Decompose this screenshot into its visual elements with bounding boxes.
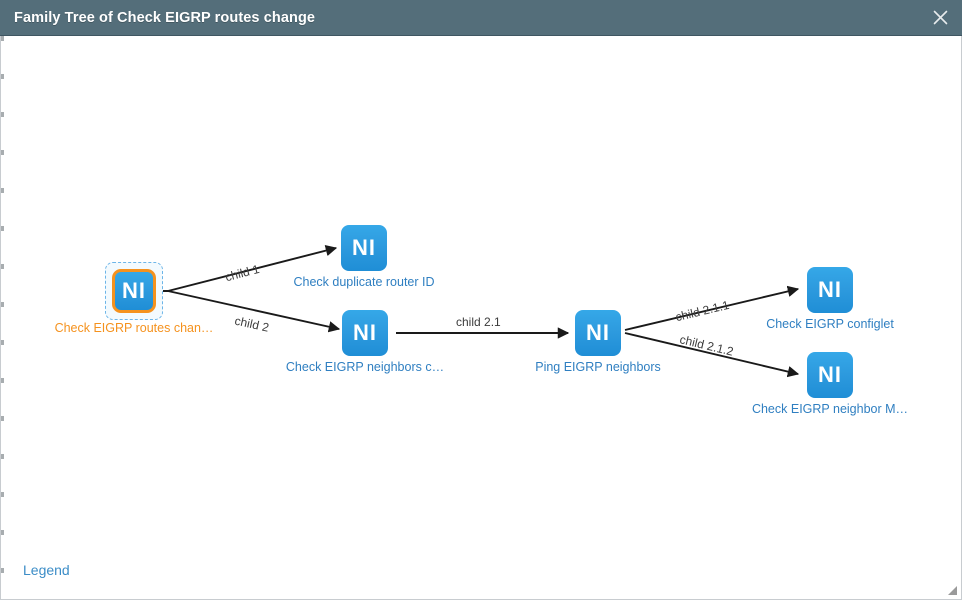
node-label: Check duplicate router ID [293,275,435,289]
node-label: Check EIGRP neighbor M… [751,402,909,416]
node-label: Check EIGRP neighbors c… [285,360,445,374]
resize-grip[interactable] [944,582,958,596]
close-button[interactable] [918,0,962,36]
close-icon [933,10,948,25]
edge-label-child-2-1: child 2.1 [456,315,501,329]
node-label: Ping EIGRP neighbors [535,360,661,374]
node-glyph: NI [352,235,376,260]
node-glyph: NI [586,320,610,345]
node-glyph: NI [122,278,146,303]
node-ping-eigrp-neighbors[interactable]: NI Ping EIGRP neighbors [535,310,661,374]
node-icon-ni: NI [341,225,387,271]
graph-canvas[interactable]: child 1 child 2 child 2.1 child 2.1.1 ch… [1,36,961,598]
node-glyph: NI [353,320,377,345]
node-check-eigrp-neighbor-m[interactable]: NI Check EIGRP neighbor M… [752,352,908,416]
node-icon-ni: NI [807,267,853,313]
node-check-duplicate-router-id[interactable]: NI Check duplicate router ID [293,225,435,289]
node-icon-ni: NI [342,310,388,356]
node-label: Check EIGRP configlet [766,317,894,331]
graph-edges-layer [152,245,800,378]
node-check-eigrp-neighbors-c[interactable]: NI Check EIGRP neighbors c… [286,310,444,374]
node-icon-ni: NI [112,269,156,313]
dialog-title: Family Tree of Check EIGRP routes change [14,9,316,26]
edge-root-child2 [167,290,341,333]
node-glyph: NI [818,277,842,302]
edge-child21-child211 [624,285,800,331]
edge-root-child1 [167,245,338,292]
edge-child21-child212 [624,332,800,378]
node-check-eigrp-routes-change[interactable]: NI Check EIGRP routes chan… [55,262,213,335]
legend-link[interactable]: Legend [23,562,70,578]
resize-grip-icon [948,586,957,595]
node-label: Check EIGRP routes chan… [54,321,214,335]
dialog-body: child 1 child 2 child 2.1 child 2.1.1 ch… [0,36,962,600]
node-icon-ni: NI [575,310,621,356]
dialog-titlebar: Family Tree of Check EIGRP routes change [0,0,962,36]
node-glyph: NI [818,362,842,387]
node-check-eigrp-configlet[interactable]: NI Check EIGRP configlet [766,267,894,331]
node-icon-ni: NI [807,352,853,398]
